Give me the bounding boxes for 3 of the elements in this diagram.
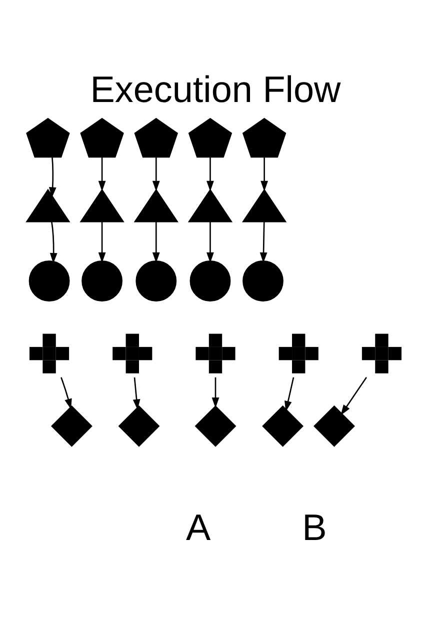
diagram-title: Execution Flow [90, 69, 341, 110]
label: B [302, 507, 327, 548]
label: A [186, 507, 211, 548]
